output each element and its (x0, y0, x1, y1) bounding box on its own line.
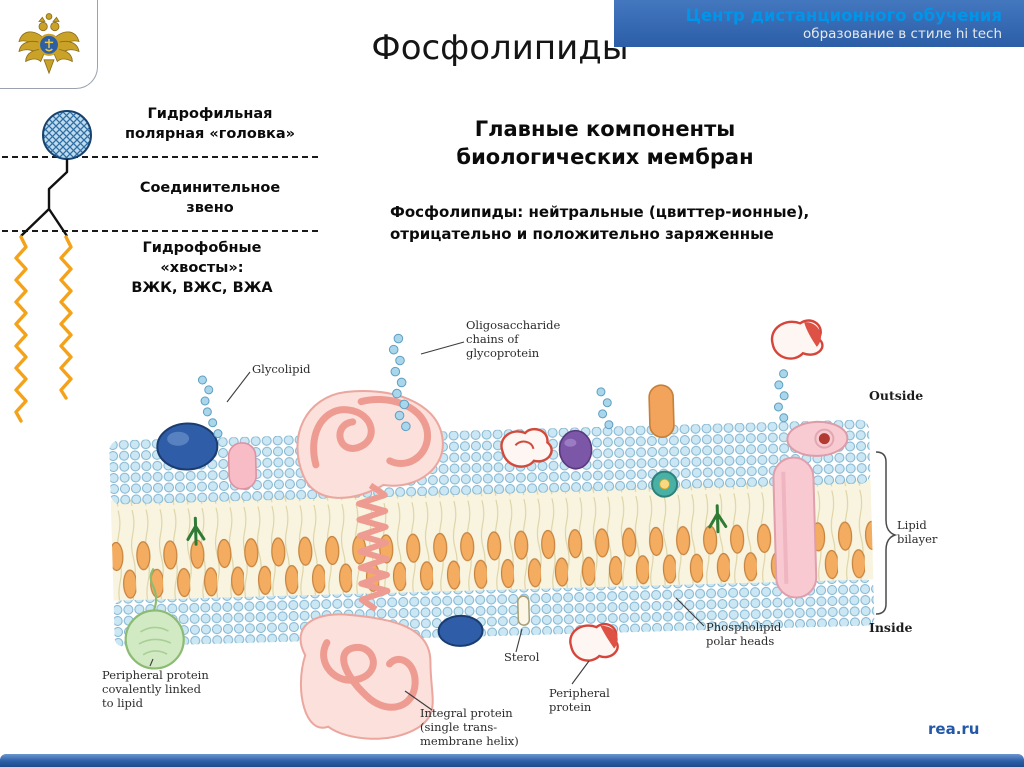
linker-label: Соединительное звено (139, 180, 281, 216)
peripheral-protein-bottom (569, 622, 619, 662)
glycolipid-chain (197, 375, 223, 439)
lipid-bilayer-label: Lipid bilayer (897, 518, 938, 547)
integral-protein-pink-capsule (772, 456, 818, 599)
content-body: Фосфолипиды: нейтральные (цвиттер-ионные… (390, 203, 810, 243)
header-band: Центр дистанционного обучения образовани… (614, 0, 1024, 47)
polar-heads-label: Phospholipid polar heads (706, 620, 782, 649)
hydrophobic-tails-label: Гидрофобные «хвосты»: ВЖК, ВЖС, ВЖА (131, 240, 273, 296)
phospholipid-schematic (2, 110, 318, 423)
sterol-shape (517, 595, 531, 626)
integral-protein-blue (156, 422, 219, 471)
slide-title: Фосфолипиды (371, 28, 629, 68)
polar-head-circle (42, 110, 92, 160)
eagle-emblem-icon (17, 13, 80, 75)
pink-protein-small (227, 442, 257, 490)
hydrophilic-head-label: Гидрофильная полярная «головка» (124, 106, 296, 142)
pink-protein-dot (786, 420, 849, 457)
inside-label: Inside (869, 620, 913, 635)
figure-leader-lines (149, 341, 705, 711)
org-tagline: образование в стиле hi tech (803, 25, 1002, 42)
oligosaccharide-label: Oligosaccharide chains of glycoprotein (466, 318, 561, 361)
glycolipid-label: Glycolipid (252, 362, 311, 376)
linker-lines (20, 159, 69, 237)
glycoprotein-2-chain (596, 387, 614, 430)
green-twig-1 (186, 516, 206, 546)
content-heading: Главные компоненты биологических мембран (456, 117, 754, 169)
sterol-label: Sterol (504, 650, 540, 664)
org-name: Центр дистанционного обучения (685, 5, 1002, 25)
bilayer-bracket (875, 451, 898, 615)
glycoprotein (296, 390, 444, 740)
transmembrane-helix (355, 482, 391, 612)
footer-bar (0, 754, 1024, 767)
peripheral-protein-green (124, 567, 185, 670)
anchored-protein-teal (651, 470, 679, 498)
peripheral-protein-top (500, 428, 553, 468)
integral-protein-purple (558, 429, 593, 470)
integral-protein-blue-bottom (437, 614, 484, 647)
ministry-emblem (0, 0, 98, 89)
outside-label: Outside (869, 388, 924, 403)
peripheral-protein-label: Peripheral protein (549, 686, 610, 715)
oligosaccharide-chain (388, 333, 411, 432)
peripheral-protein-floating (770, 319, 824, 423)
integral-protein-orange (648, 384, 675, 439)
rea-link[interactable]: rea.ru (928, 720, 980, 738)
fatty-tail-left (14, 235, 28, 423)
membrane-diagram (109, 319, 875, 740)
peripheral-lipid-label: Peripheral protein covalently linked to … (102, 668, 209, 711)
fatty-tail-right (59, 235, 73, 400)
green-twig-2 (708, 504, 728, 534)
integral-protein-label: Integral protein (single trans- membrane… (420, 706, 519, 749)
